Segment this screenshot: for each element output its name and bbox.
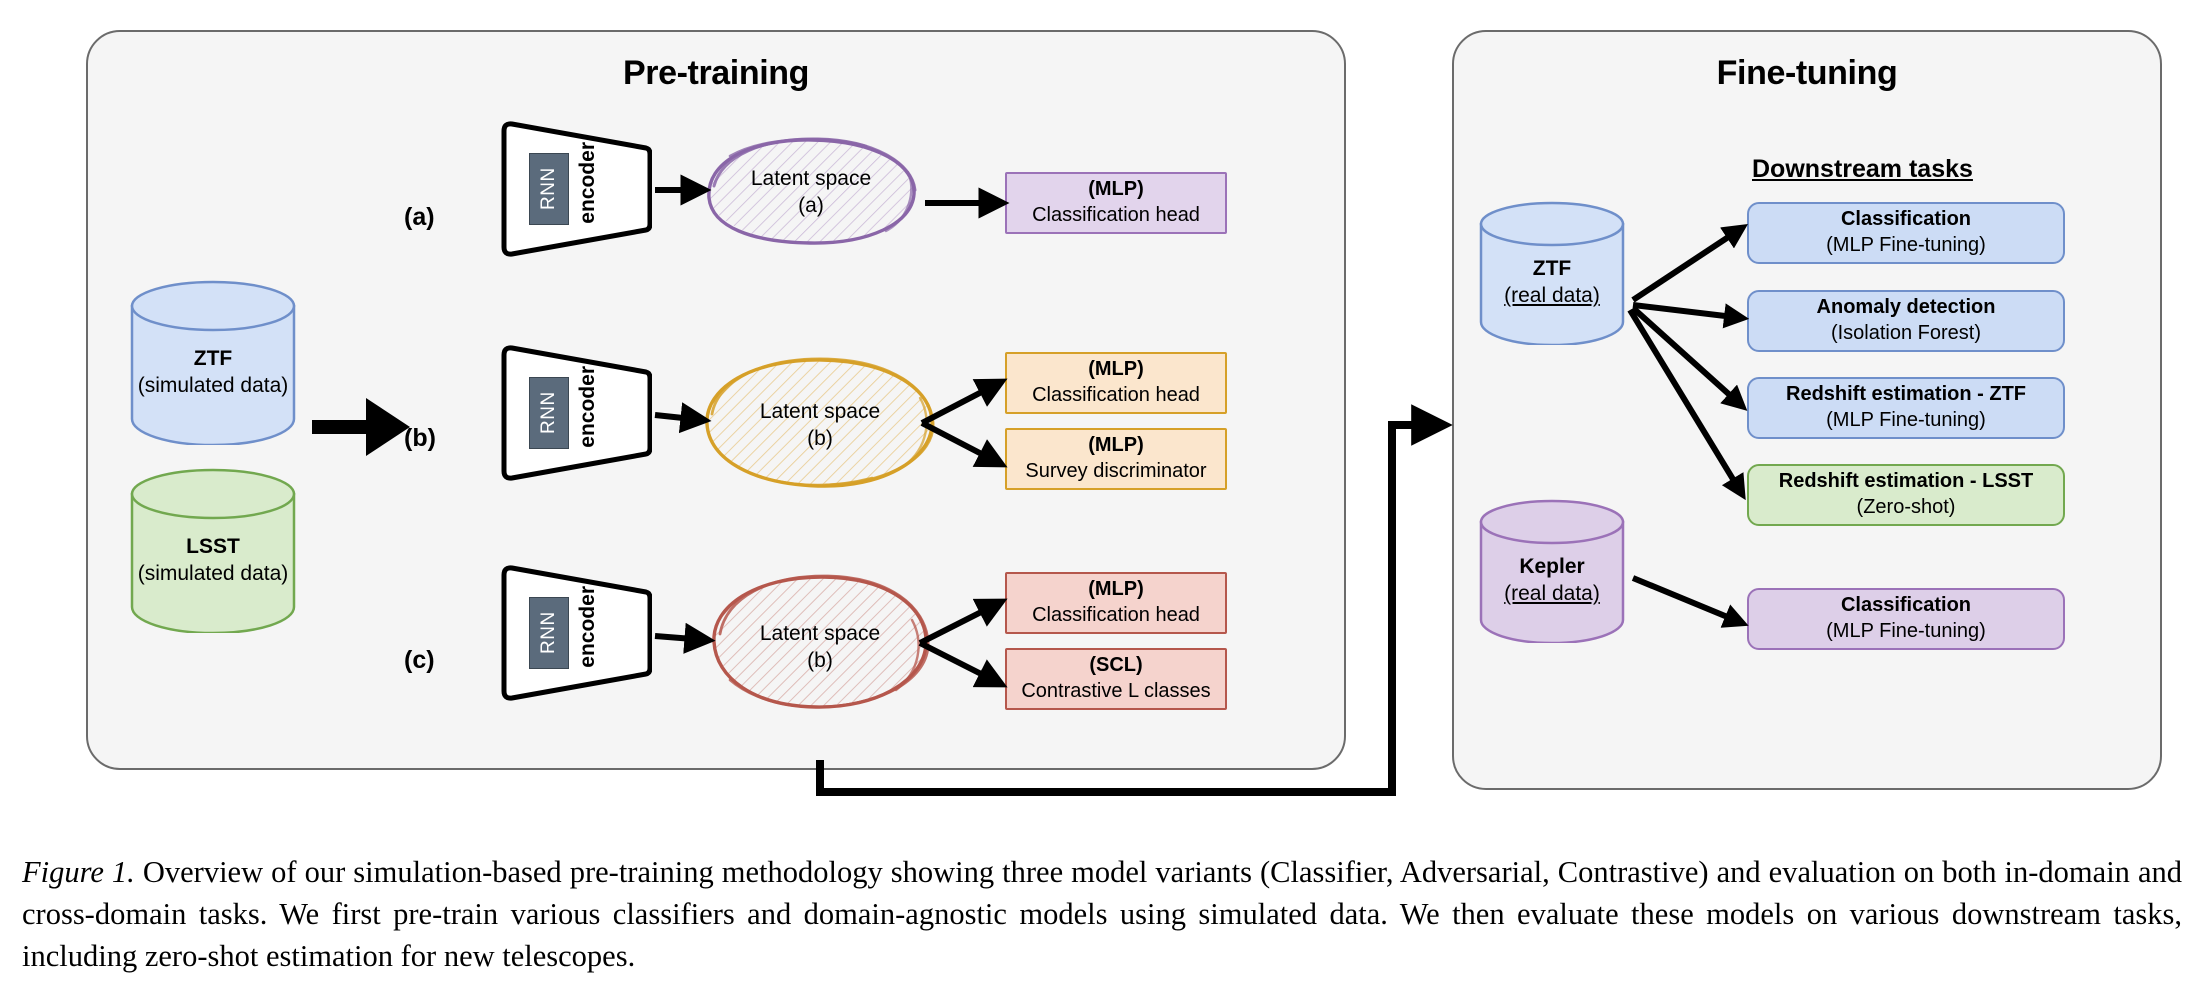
cylinder-ztf-simulated: ZTF (simulated data): [128, 280, 298, 445]
head-a-classification[interactable]: (MLP) Classification head: [1005, 172, 1227, 234]
encoder-b-label: encoder: [576, 366, 599, 448]
row-letter-c: (c): [404, 646, 435, 674]
rnn-box-c: RNN: [529, 597, 569, 669]
cylinder-ztf-real: ZTF (real data): [1477, 200, 1627, 345]
task-redshift-lsst[interactable]: Redshift estimation - LSST (Zero-shot): [1747, 464, 2065, 526]
rnn-box-a: RNN: [529, 153, 569, 225]
cylinder-lsst-simulated: LSST (simulated data): [128, 468, 298, 633]
head-c-contrastive[interactable]: (SCL) Contrastive L classes: [1005, 648, 1227, 710]
task-anomaly-detection[interactable]: Anomaly detection (Isolation Forest): [1747, 290, 2065, 352]
head-b-survey-discriminator[interactable]: (MLP) Survey discriminator: [1005, 428, 1227, 490]
row-letter-b: (b): [404, 424, 436, 452]
figure-caption-text: Overview of our simulation-based pre-tra…: [22, 855, 2182, 973]
encoder-a: RNN encoder: [500, 118, 653, 265]
row-letter-a: (a): [404, 203, 435, 231]
latent-space-c: Latent space (b): [706, 568, 934, 718]
task-classification-ztf[interactable]: Classification (MLP Fine-tuning): [1747, 202, 2065, 264]
figure-label: Figure 1.: [22, 855, 135, 889]
encoder-c: RNN encoder: [500, 562, 653, 709]
downstream-tasks-heading: Downstream tasks: [1752, 155, 1973, 183]
pretraining-title: Pre-training: [622, 54, 809, 92]
encoder-b: RNN encoder: [500, 342, 653, 489]
task-redshift-ztf[interactable]: Redshift estimation - ZTF (MLP Fine-tuni…: [1747, 377, 2065, 439]
encoder-a-label: encoder: [576, 142, 599, 224]
figure-caption: Figure 1. Overview of our simulation-bas…: [22, 852, 2182, 977]
head-b-classification[interactable]: (MLP) Classification head: [1005, 352, 1227, 414]
task-classification-kepler[interactable]: Classification (MLP Fine-tuning): [1747, 588, 2065, 650]
cylinder-kepler-real: Kepler (real data): [1477, 498, 1627, 643]
finetuning-title: Fine-tuning: [1716, 54, 1898, 92]
latent-space-a: Latent space (a): [700, 132, 922, 250]
latent-space-b: Latent space (b): [700, 352, 940, 494]
encoder-c-label: encoder: [576, 586, 599, 668]
head-c-classification[interactable]: (MLP) Classification head: [1005, 572, 1227, 634]
rnn-box-b: RNN: [529, 377, 569, 449]
diagram-stage: Pre-training ZTF (simulated data) LSST (…: [86, 30, 2162, 796]
